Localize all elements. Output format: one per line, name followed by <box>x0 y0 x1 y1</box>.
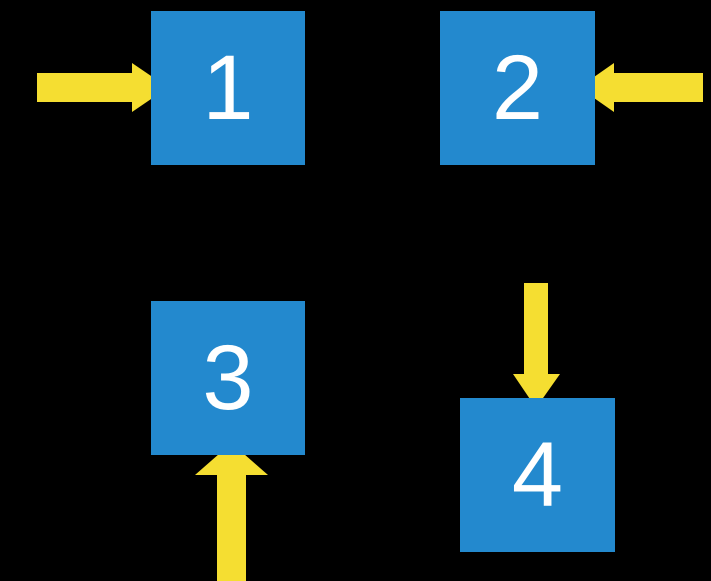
node-box-3[interactable]: 3 <box>151 301 305 455</box>
node-label-4: 4 <box>511 424 564 526</box>
node-box-4[interactable]: 4 <box>460 398 615 552</box>
arrow-into-node-1-icon[interactable] <box>37 63 168 112</box>
arrow-into-node-3-icon[interactable] <box>195 443 268 581</box>
node-box-2[interactable]: 2 <box>440 11 595 165</box>
arrow-into-node-2-icon[interactable] <box>579 63 703 112</box>
node-box-1[interactable]: 1 <box>151 11 305 165</box>
node-label-2: 2 <box>491 37 544 139</box>
node-label-3: 3 <box>202 327 254 429</box>
node-label-1: 1 <box>202 37 254 139</box>
arrow-into-node-4-icon[interactable] <box>513 283 560 408</box>
